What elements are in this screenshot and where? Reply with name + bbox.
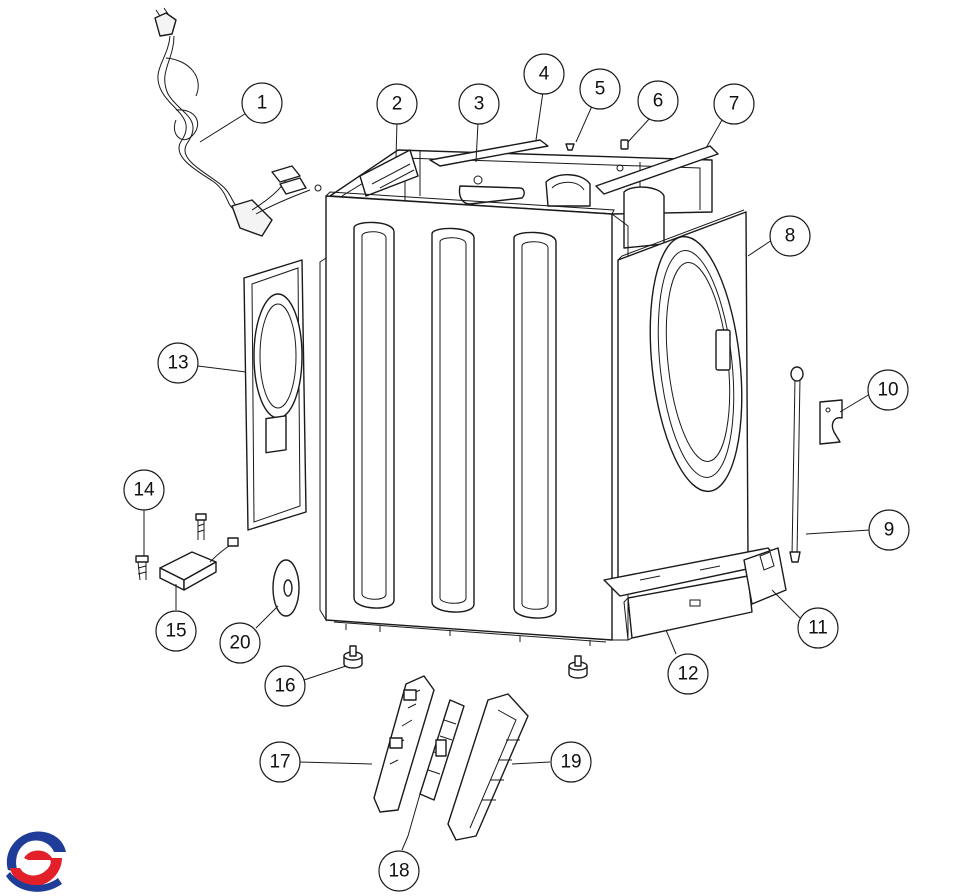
svg-text:10: 10 [877, 380, 898, 401]
svg-text:3: 3 [474, 94, 485, 115]
part-service-flap-11 [743, 547, 787, 605]
leader-lines [143, 91, 871, 851]
svg-text:8: 8 [785, 226, 796, 247]
part-electrical-box-15 [159, 537, 239, 591]
part-control-cover-19 [447, 693, 529, 841]
callout-18: 18 [378, 850, 420, 892]
callout-3: 3 [458, 83, 500, 125]
svg-text:6: 6 [653, 91, 664, 112]
part-power-cord [154, 7, 322, 237]
svg-text:14: 14 [133, 480, 155, 501]
svg-text:15: 15 [165, 621, 186, 642]
svg-text:5: 5 [595, 79, 606, 100]
part-rear-panel [243, 259, 307, 531]
callout-1: 1 [241, 82, 283, 124]
callout-7: 7 [713, 83, 755, 125]
svg-text:4: 4 [539, 64, 550, 85]
svg-text:1: 1 [257, 93, 268, 114]
callout-8: 8 [769, 215, 811, 257]
svg-text:17: 17 [269, 752, 290, 773]
callout-2: 2 [376, 83, 418, 125]
callout-4: 4 [523, 53, 565, 95]
part-bracket [819, 399, 843, 445]
part-rod [789, 366, 804, 563]
callout-19: 19 [550, 741, 592, 783]
callout-15: 15 [155, 610, 197, 652]
part-screw-14 [135, 513, 207, 581]
part-control-bracket-17 [373, 675, 435, 813]
svg-text:7: 7 [729, 94, 740, 115]
svg-text:13: 13 [167, 353, 188, 374]
callout-11: 11 [797, 607, 839, 649]
svg-text:9: 9 [884, 520, 895, 541]
svg-text:19: 19 [560, 752, 581, 773]
svg-text:2: 2 [392, 94, 403, 115]
brand-logo-icon [6, 831, 67, 892]
part-kickplate-12 [623, 575, 753, 641]
svg-text:18: 18 [388, 861, 409, 882]
svg-text:16: 16 [274, 676, 295, 697]
part-screw-5 [565, 143, 575, 151]
svg-text:12: 12 [677, 664, 698, 685]
callout-12: 12 [667, 653, 709, 695]
part-washer-20 [272, 559, 300, 617]
part-foot-16 [343, 645, 588, 679]
callout-14: 14 [123, 469, 165, 511]
part-cabinet-side-panel [319, 191, 629, 646]
svg-text:20: 20 [229, 633, 250, 654]
part-front-panel [617, 209, 749, 589]
callout-13: 13 [157, 342, 199, 384]
callout-6: 6 [637, 80, 679, 122]
callout-16: 16 [264, 665, 306, 707]
callout-17: 17 [259, 741, 301, 783]
callout-5: 5 [579, 68, 621, 110]
part-control-board-18 [407, 699, 465, 837]
callout-10: 10 [867, 369, 909, 411]
callout-20: 20 [219, 622, 261, 664]
part-screw-6 [620, 139, 629, 150]
svg-text:11: 11 [808, 618, 828, 639]
callout-9: 9 [868, 509, 910, 551]
